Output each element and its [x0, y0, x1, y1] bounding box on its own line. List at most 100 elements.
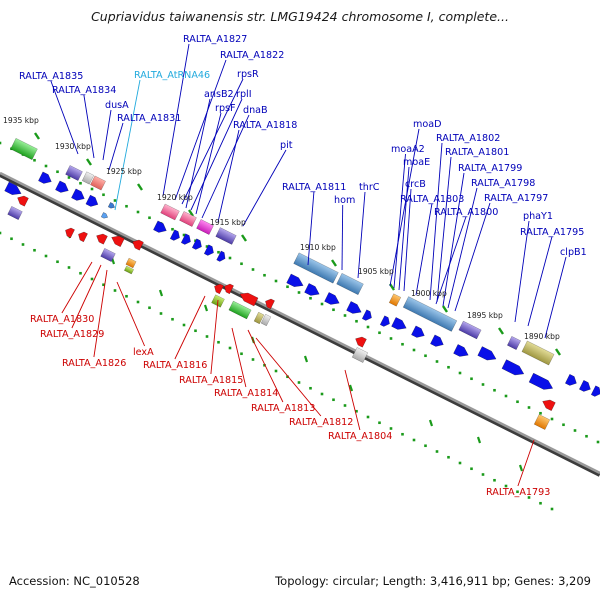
gene-label-forward[interactable]: RALTA_A1797: [484, 193, 548, 204]
feature-box: [260, 313, 272, 327]
feature-box: [521, 340, 555, 366]
gene-label-forward[interactable]: moaD: [413, 119, 441, 130]
gene-label-reverse[interactable]: RALTA_A1814: [214, 388, 278, 399]
scale-tick: [331, 259, 337, 267]
gene-label-forward[interactable]: RALTA_A1834: [52, 85, 116, 96]
gene-label-forward[interactable]: RALTA_A1798: [471, 178, 535, 189]
gene-arrow-forward: [411, 325, 425, 338]
gene-leader-forward: [102, 109, 112, 161]
gene-leader-forward: [447, 187, 478, 309]
gene-arrow-forward: [528, 372, 554, 390]
scale-tick: [518, 464, 524, 472]
gene-label-forward[interactable]: RALTA_A1827: [183, 34, 247, 45]
feature-box: [65, 165, 83, 181]
gene-arrow-forward: [169, 229, 180, 241]
gene-label-reverse[interactable]: RALTA_A1812: [289, 417, 353, 428]
gene-label-forward[interactable]: RALTA_A1801: [445, 147, 509, 158]
scale-track-dot: [90, 187, 94, 191]
scale-track-dot: [102, 283, 105, 287]
scale-tick: [389, 283, 395, 291]
scale-track-dot: [171, 317, 174, 321]
gene-label-forward[interactable]: crcB: [405, 179, 426, 190]
gene-arrow-forward: [579, 380, 591, 392]
gene-label-forward[interactable]: RALTA_AtRNA46: [134, 70, 210, 81]
gene-leader-forward: [185, 98, 211, 209]
gene-label-reverse[interactable]: RALTA_A1816: [143, 360, 207, 371]
gene-label-forward[interactable]: pit: [280, 140, 293, 151]
scale-track-dot: [44, 254, 48, 258]
gene-label-forward[interactable]: dusA: [105, 100, 129, 111]
gene-label-forward[interactable]: hom: [334, 195, 355, 206]
gene-arrow-forward: [391, 317, 407, 330]
scale-tick: [348, 384, 354, 392]
gene-arrow-reverse: [65, 227, 75, 239]
scale-track-dot: [355, 409, 358, 413]
gene-arrow-forward: [286, 273, 304, 287]
gene-label-forward[interactable]: RALTA_A1822: [220, 50, 284, 61]
gene-label-forward[interactable]: RALTA_A1831: [117, 113, 181, 124]
gene-label-forward[interactable]: rpsF: [215, 103, 236, 114]
feature-box: [388, 293, 402, 307]
gene-label-reverse[interactable]: RALTA_A1829: [40, 329, 104, 340]
gene-leader-reverse: [61, 261, 93, 314]
gene-leader-reverse: [255, 337, 322, 417]
scale-tick: [428, 419, 434, 427]
gene-label-forward[interactable]: thrC: [359, 182, 380, 193]
scale-track-dot: [424, 444, 427, 448]
gene-arrow-forward: [216, 250, 226, 262]
gene-label-reverse[interactable]: lexA: [133, 347, 154, 358]
gene-leader-reverse: [116, 281, 146, 347]
scale-tick: [86, 158, 92, 166]
scale-tick: [476, 436, 482, 444]
scale-track-dot: [263, 363, 266, 367]
gene-leader-forward: [162, 43, 190, 197]
scale-track-dot: [516, 400, 519, 404]
gene-label-forward[interactable]: rpsR: [237, 69, 259, 80]
gene-label-forward[interactable]: ansB2: [204, 89, 234, 100]
gene-arrow-forward: [477, 346, 497, 361]
scale-track-dot: [585, 434, 588, 438]
gene-leader-forward: [544, 256, 567, 339]
scale-track-dot: [125, 204, 128, 208]
gene-label-reverse[interactable]: RALTA_A1815: [179, 375, 243, 386]
gene-label-forward[interactable]: RALTA_A1811: [282, 182, 346, 193]
gene-leader-forward: [108, 122, 124, 171]
gene-label-forward[interactable]: RALTA_A1802: [436, 133, 500, 144]
gene-label-forward[interactable]: phaY1: [523, 211, 553, 222]
scale-track-dot: [596, 440, 600, 444]
gene-label-forward[interactable]: RALTA_A1795: [520, 227, 584, 238]
gene-label-forward[interactable]: moaA2: [391, 144, 425, 155]
gene-label-forward[interactable]: RALTA_A1835: [19, 71, 83, 82]
gene-label-reverse[interactable]: RALTA_A1830: [30, 314, 94, 325]
gene-label-forward[interactable]: RALTA_A1818: [233, 120, 297, 131]
gene-arrow-forward: [304, 283, 320, 296]
scale-label: 1895 kbp: [467, 311, 503, 320]
gene-arrow-reverse: [239, 292, 259, 307]
gene-leader-forward: [429, 142, 443, 301]
feature-box: [336, 272, 364, 296]
scale-track-dot: [573, 429, 577, 432]
scale-track-dot: [332, 308, 335, 312]
scale-tick: [158, 289, 164, 297]
gene-label-forward[interactable]: clpB1: [560, 247, 587, 258]
gene-label-forward[interactable]: dnaB: [243, 105, 268, 116]
gene-label-forward[interactable]: rplI: [236, 89, 252, 100]
feature-box: [179, 211, 197, 227]
gene-label-reverse[interactable]: RALTA_A1813: [251, 403, 315, 414]
gene-label-forward[interactable]: RALTA_A1803: [400, 194, 464, 205]
gene-label-reverse[interactable]: RALTA_A1826: [62, 358, 126, 369]
gene-arrow-reverse: [265, 298, 275, 310]
scale-track-dot: [113, 199, 117, 202]
scale-track-dot: [527, 496, 531, 499]
gene-arrow-forward: [324, 292, 340, 305]
gene-label-reverse[interactable]: RALTA_A1793: [486, 487, 550, 498]
gene-label-forward[interactable]: moaE: [403, 157, 430, 168]
gene-arrow-forward: [153, 220, 167, 233]
scale-label: 1920 kbp: [157, 193, 193, 202]
gene-label-forward[interactable]: RALTA_A1799: [458, 163, 522, 174]
feature-box: [160, 203, 180, 221]
scale-tick: [203, 304, 209, 312]
gene-label-reverse[interactable]: RALTA_A1804: [328, 431, 392, 442]
gene-label-forward[interactable]: RALTA_A1800: [434, 207, 498, 218]
